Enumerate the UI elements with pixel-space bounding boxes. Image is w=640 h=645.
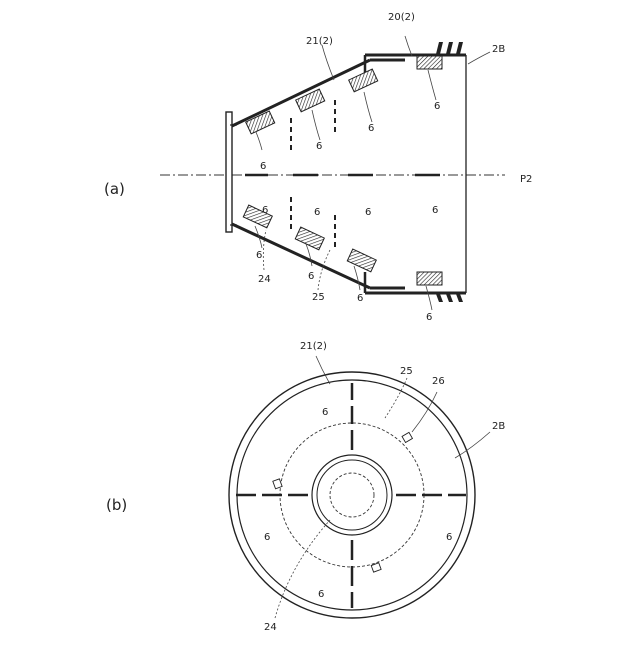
- callout-axis: P2: [520, 174, 532, 185]
- callout-blade: 6: [322, 407, 328, 418]
- callout-blade: 6: [308, 271, 314, 282]
- callout-cone: 21(2): [306, 36, 333, 47]
- callout-ring: 24: [258, 274, 271, 285]
- callout-blade: 6: [318, 589, 324, 600]
- hub-inner: [330, 473, 374, 517]
- radial-blades: [236, 383, 466, 608]
- hub-ring: [317, 460, 387, 530]
- panel-a-label: (a): [104, 180, 125, 198]
- callout-blade: 6: [446, 532, 452, 543]
- callout-blade: 6: [260, 161, 266, 172]
- callout-wall: 2B: [492, 44, 505, 55]
- callout-blade: 6: [264, 532, 270, 543]
- callout-ring: 24: [264, 622, 277, 633]
- panel-a-side-view: (a) 20(2) 21(2) 2B P2 6 6 6 6 6 6 6 6 6 …: [104, 12, 532, 323]
- callout-vent: 26: [432, 376, 445, 387]
- hub-outer: [312, 455, 392, 535]
- callout-blade: 6: [432, 205, 438, 216]
- callout-partition: 25: [312, 292, 325, 303]
- housing-body: [365, 42, 466, 302]
- callout-cone: 21(2): [300, 341, 327, 352]
- callout-blade: 6: [434, 101, 440, 112]
- callout-blade: 6: [316, 141, 322, 152]
- callout-blade: 6: [426, 312, 432, 323]
- panel-b-label: (b): [106, 496, 127, 514]
- callout-partition: 25: [400, 366, 413, 377]
- callout-blade: 6: [368, 123, 374, 134]
- callout-blade: 6: [357, 293, 363, 304]
- blade-set-a: [243, 56, 442, 285]
- front-flange: [226, 112, 232, 232]
- callout-blade: 6: [262, 205, 268, 216]
- leader-lines-b: [275, 356, 490, 618]
- callout-housing: 20(2): [388, 12, 415, 23]
- callout-blade: 6: [365, 207, 371, 218]
- callout-blade: 6: [256, 250, 262, 261]
- panel-b-front-view: (b) 21(2) 25 26 2B 6 6 6 6 24: [106, 341, 505, 633]
- callout-wall: 2B: [492, 421, 505, 432]
- callout-blade: 6: [314, 207, 320, 218]
